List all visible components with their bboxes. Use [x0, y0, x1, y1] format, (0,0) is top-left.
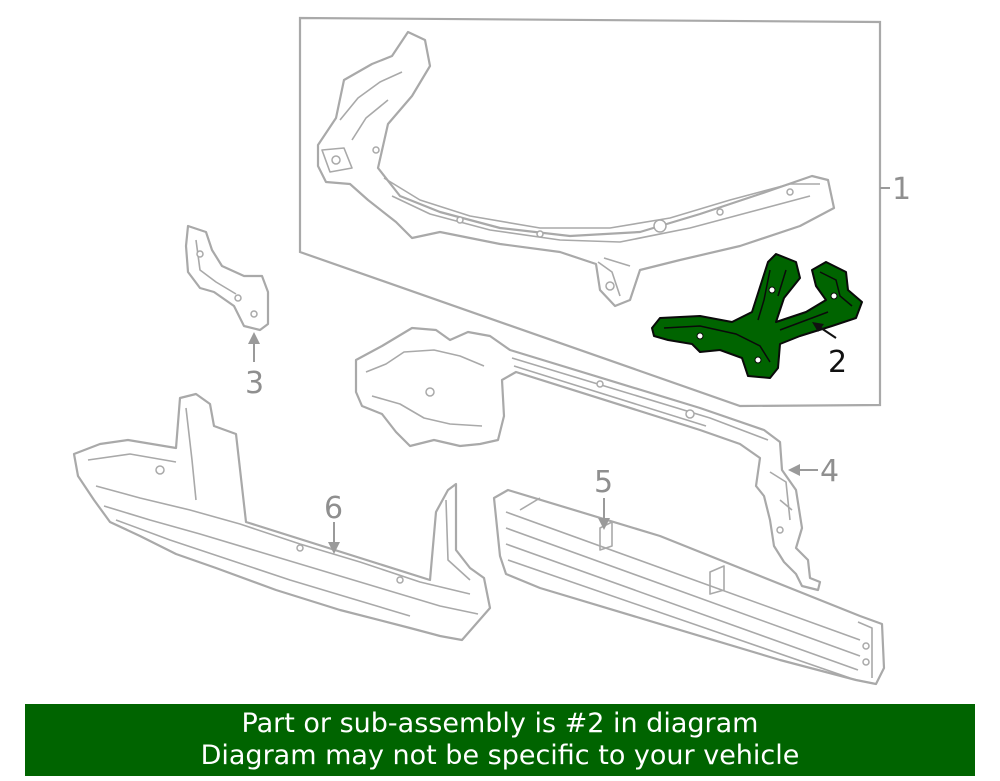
assembly-panel: [298, 16, 882, 408]
part-3-side-bracket[interactable]: [184, 224, 270, 332]
arrow-2-icon: [812, 322, 824, 332]
callout-6[interactable]: 6: [324, 491, 343, 526]
part-1-tie-bar[interactable]: [316, 30, 836, 308]
callout-4[interactable]: 4: [820, 454, 839, 489]
callout-2[interactable]: 2: [828, 345, 847, 380]
parts-diagram: 1 2 3 4 5 6: [72, 16, 911, 686]
part-6-lower-deflector[interactable]: [72, 392, 492, 642]
callout-5[interactable]: 5: [594, 465, 613, 500]
arrow-6-icon: [328, 542, 340, 554]
banner-line-part-info: Part or sub-assembly is #2 in diagram: [241, 708, 759, 739]
arrow-3-icon: [248, 332, 260, 344]
part-5-grille-shutter[interactable]: [492, 488, 886, 686]
banner-line-disclaimer: Diagram may not be specific to your vehi…: [200, 740, 800, 771]
callout-3[interactable]: 3: [245, 366, 264, 401]
info-banner: Part or sub-assembly is #2 in diagram Di…: [25, 704, 975, 776]
callout-1[interactable]: 1: [892, 172, 911, 207]
part-2-lower-support-bracket[interactable]: [651, 253, 863, 379]
arrow-4-icon: [788, 464, 800, 476]
arrow-5-icon: [598, 518, 610, 530]
part-4-upper-shield[interactable]: [354, 326, 822, 592]
